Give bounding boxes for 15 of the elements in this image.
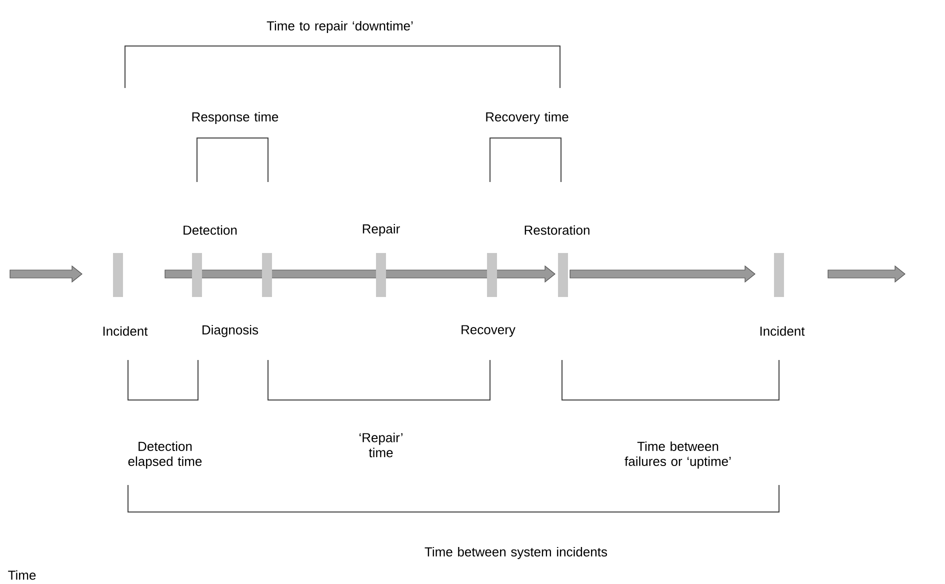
time-label: Time between system incidents xyxy=(424,546,608,560)
time-label: Repair xyxy=(362,224,400,236)
time-label: Detection xyxy=(184,225,237,235)
time-label: Incident xyxy=(760,326,805,336)
time-label: Recovery xyxy=(462,325,516,337)
time-label: Incident xyxy=(103,326,148,336)
time-label: ‘Repair’ time xyxy=(360,432,402,458)
time-label: Time to repair ‘downtime’ xyxy=(266,20,413,34)
time-label: Restoration xyxy=(524,225,590,235)
time-label: Time xyxy=(8,570,36,580)
time-label: Time between failures or ‘uptime’ xyxy=(624,441,731,469)
time-label: Response time xyxy=(192,112,278,124)
time-label: Diagnosis xyxy=(202,324,258,338)
time-label: Detection elapsed time xyxy=(128,441,202,469)
time-label: Recovery time xyxy=(486,112,568,124)
